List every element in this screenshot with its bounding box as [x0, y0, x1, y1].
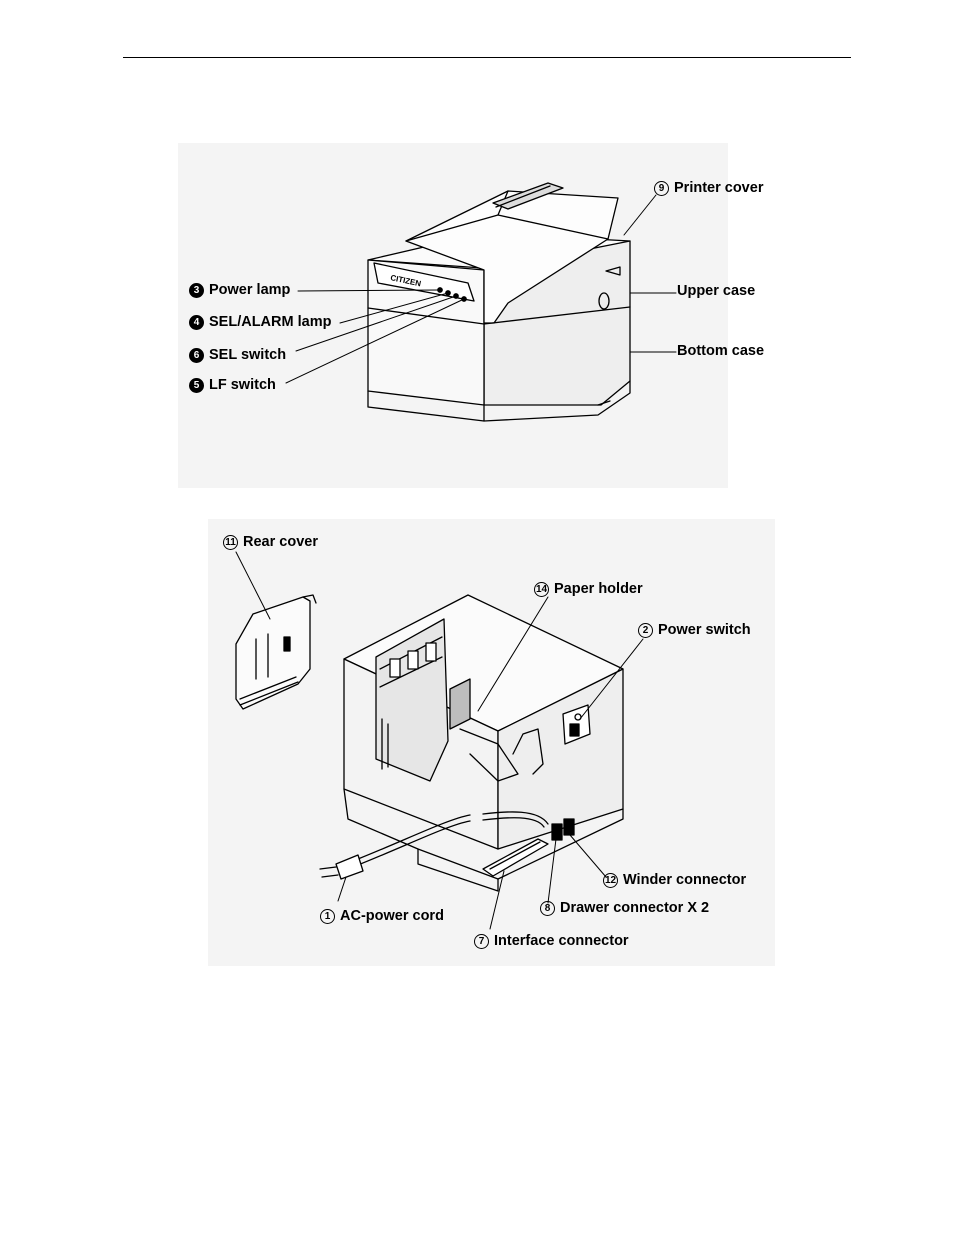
callout-label: Rear cover — [243, 534, 318, 550]
callout-bottom-case: Bottom case — [677, 343, 764, 360]
callout-label: Power lamp — [209, 282, 291, 298]
callout-number: 5 — [189, 378, 204, 393]
callout-label: Printer cover — [674, 180, 764, 196]
callout-power-switch: 2 Power switch — [638, 622, 751, 639]
callout-number: 4 — [189, 315, 204, 330]
callout-printer-cover: 9 Printer cover — [654, 180, 763, 197]
callout-label: LF switch — [209, 377, 276, 393]
leader-lines — [235, 551, 644, 930]
callout-number: 14 — [534, 582, 549, 597]
callout-interface-connector: 7 Interface connector — [474, 933, 629, 950]
callout-drawer-connector: 8 Drawer connector X 2 — [540, 900, 709, 917]
callout-paper-holder: 14 Paper holder — [534, 581, 643, 598]
callout-number: 3 — [189, 283, 204, 298]
printer-base — [367, 390, 485, 422]
callout-number: 7 — [474, 934, 489, 949]
callout-label: AC-power cord — [340, 908, 444, 924]
callout-rear-cover: 11 Rear cover — [223, 534, 318, 551]
paper-holder-hatch — [449, 678, 471, 730]
callout-sel-switch: 6 SEL switch — [189, 347, 286, 364]
callout-label: Power switch — [658, 622, 751, 638]
callout-label: Winder connector — [623, 872, 747, 888]
callout-label: Paper holder — [554, 581, 643, 597]
callout-label: Upper case — [677, 283, 756, 299]
header-rule — [123, 57, 851, 58]
rear-cover-shape — [235, 596, 311, 710]
callout-label: SEL switch — [209, 347, 287, 363]
callout-number: 11 — [223, 535, 238, 550]
callout-number: 12 — [603, 873, 618, 888]
callout-upper-case: Upper case — [677, 283, 755, 300]
callout-number: 2 — [638, 623, 653, 638]
callout-label: SEL/ALARM lamp — [209, 314, 332, 330]
callout-winder-connector: 12 Winder connector — [603, 872, 746, 889]
callout-lf-switch: 5 LF switch — [189, 377, 276, 394]
printer-rear-view-figure: 11 Rear cover 14 Paper holder 2 Power sw… — [208, 519, 775, 966]
callout-number: 9 — [654, 181, 669, 196]
ac-power-cord — [357, 811, 549, 860]
callout-power-lamp: 3 Power lamp — [189, 282, 290, 299]
callout-ac-power-cord: 1 AC-power cord — [320, 908, 444, 925]
callout-sel-alarm-lamp: 4 SEL/ALARM lamp — [189, 314, 331, 331]
callout-label: Drawer connector X 2 — [560, 900, 710, 916]
callout-number: 6 — [189, 348, 204, 363]
paper-slot — [492, 182, 564, 210]
interface-connector-shape — [482, 838, 549, 877]
printer-rear-drawing — [235, 551, 644, 930]
ac-plug — [335, 854, 364, 880]
leader-lines — [285, 194, 677, 384]
printer-front-view-figure: CITIZEN 9 Printer cover Upper case Botto… — [178, 143, 764, 488]
callout-label: Bottom case — [677, 343, 765, 359]
side-knob — [598, 292, 610, 310]
callout-number: 1 — [320, 909, 335, 924]
printer-front-drawing: CITIZEN — [285, 182, 677, 422]
callout-number: 8 — [540, 901, 555, 916]
callout-label: Interface connector — [494, 933, 629, 949]
